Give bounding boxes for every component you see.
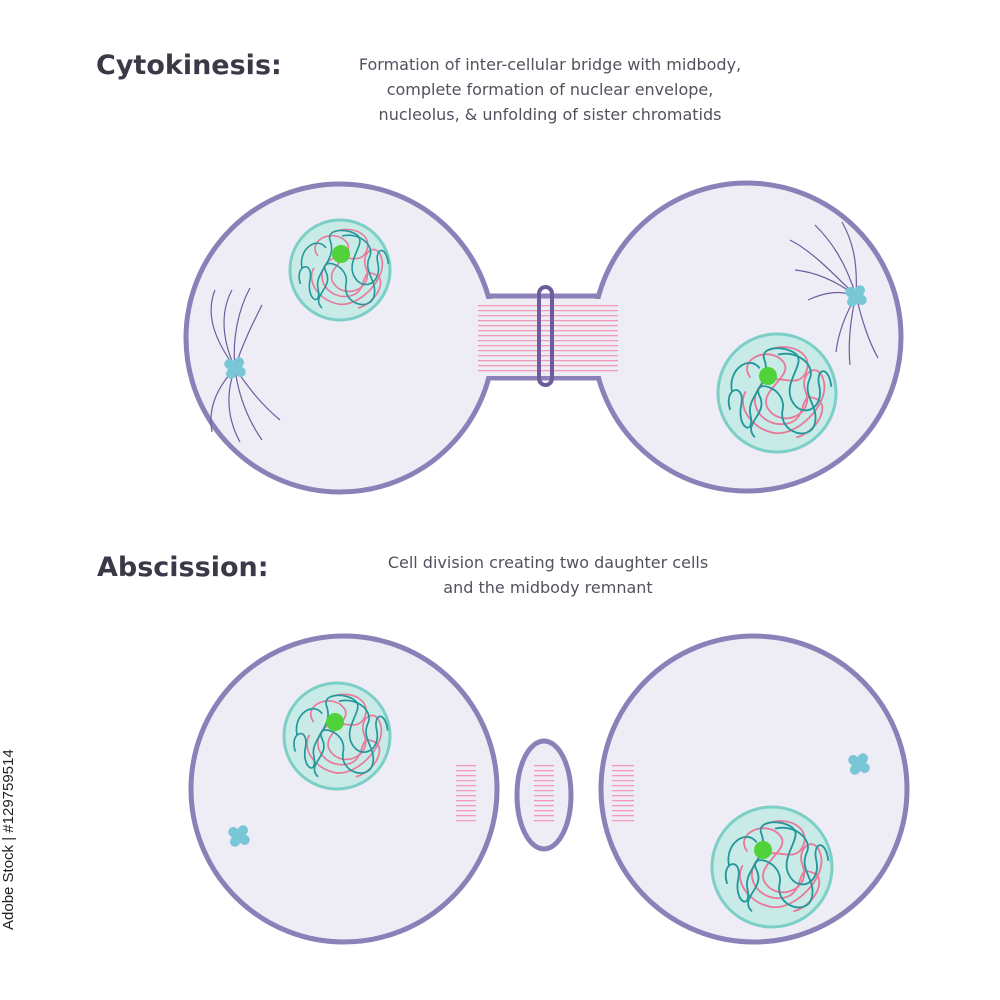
description-line: and the midbody remnant xyxy=(443,578,653,597)
left-daughter-nucleus xyxy=(282,681,392,791)
right-nucleus xyxy=(716,332,838,454)
right-daughter-nucleus xyxy=(710,805,834,929)
left-nucleus xyxy=(288,218,392,322)
abscission-heading: Abscission: xyxy=(97,552,269,583)
midbody xyxy=(537,285,554,387)
abscission-description: Cell division creating two daughter cell… xyxy=(298,550,798,600)
left-cell-remnant-stripes xyxy=(456,762,476,824)
nucleolus xyxy=(759,367,777,385)
bridge-microtubule-stripes-inner xyxy=(478,303,618,373)
nucleolus xyxy=(326,713,344,731)
cytokinesis-heading: Cytokinesis: xyxy=(96,50,282,81)
nucleolus xyxy=(754,841,772,859)
cytokinesis-description: Formation of inter-cellular bridge with … xyxy=(300,52,800,127)
midbody-remnant-stripes xyxy=(534,762,554,824)
description-line: nucleolus, & unfolding of sister chromat… xyxy=(378,105,722,124)
cytokinesis-cells xyxy=(183,180,904,495)
description-line: complete formation of nuclear envelope, xyxy=(386,80,714,99)
right-cell-remnant-stripes xyxy=(612,762,634,824)
abscission-cells xyxy=(188,633,910,945)
description-line: Cell division creating two daughter cell… xyxy=(387,553,709,572)
nucleolus xyxy=(332,245,350,263)
description-line: Formation of inter-cellular bridge with … xyxy=(358,55,742,74)
